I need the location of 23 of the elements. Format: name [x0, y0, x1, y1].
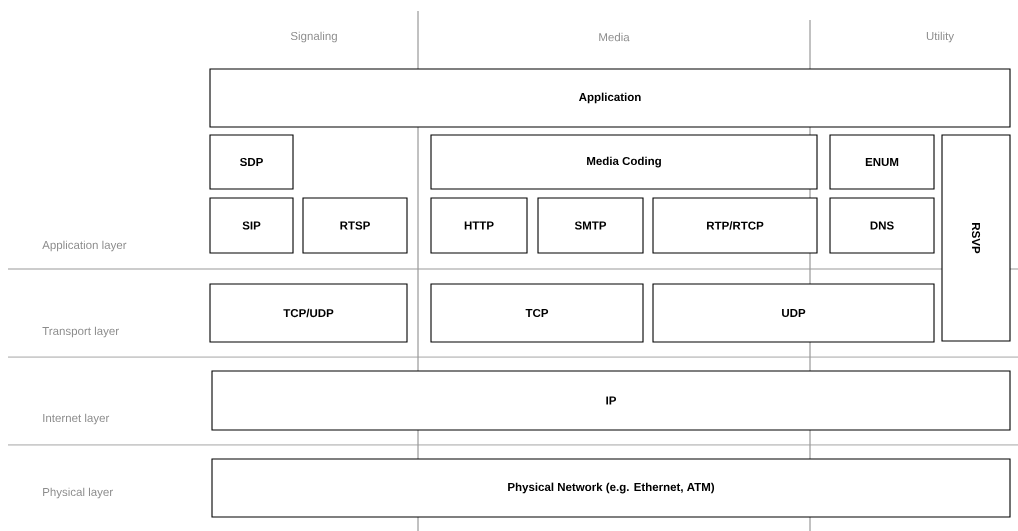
protocol-box: TCP — [430, 283, 644, 343]
protocol-box: RTSP — [302, 197, 408, 254]
layer-label: Physical layer — [43, 487, 113, 499]
protocol-box: ENUM — [829, 134, 935, 190]
layer-label: Application layer — [42, 240, 127, 252]
protocol-box: Physical Network (e.g. Ethernet, ATM) — [211, 458, 1011, 518]
column-heading: Utility — [926, 31, 955, 43]
column-heading: Media — [599, 32, 630, 42]
column-heading: Signaling — [290, 31, 337, 43]
protocol-box: Application — [209, 68, 1011, 128]
protocol-box: TCP/UDP — [209, 283, 408, 343]
protocol-box: Media Coding — [430, 134, 818, 190]
layer-label: Transport layer — [42, 326, 119, 338]
protocol-box: SMTP — [537, 197, 644, 254]
layer-label: Internet layer — [43, 413, 110, 425]
protocol-box: DNS — [829, 197, 935, 254]
protocol-box: IP — [211, 370, 1011, 431]
protocol-box: HTTP — [430, 197, 528, 254]
protocol-box: RSVP — [941, 134, 1011, 342]
protocol-box: SDP — [209, 134, 294, 190]
protocol-box: RTP/RTCP — [652, 197, 818, 254]
protocol-box: UDP — [652, 283, 935, 343]
protocol-box: SIP — [209, 197, 294, 254]
